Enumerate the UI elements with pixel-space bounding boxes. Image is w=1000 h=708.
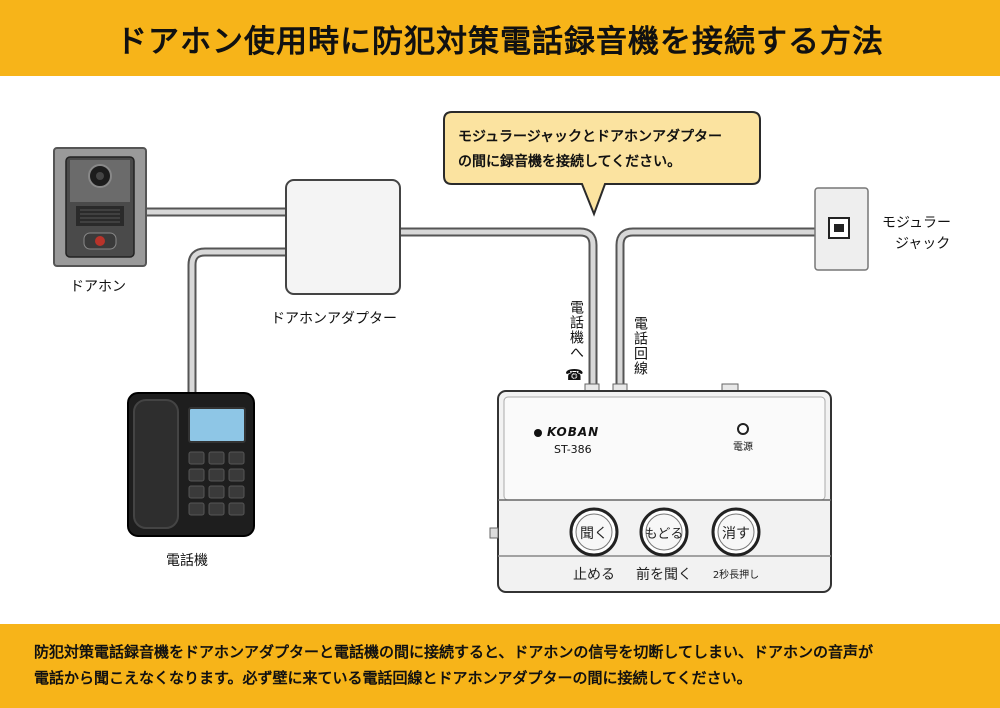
footer-line-1: 防犯対策電話録音機をドアホンアダプターと電話機の間に接続すると、ドアホンの信号を…: [34, 643, 873, 661]
listen-button-label: 聞く: [580, 526, 608, 542]
back-button-label: もどる: [644, 527, 684, 542]
recorder-button-shapes: [569, 507, 761, 557]
footer-line-2: 電話から聞こえなくなります。必ず壁に来ている電話回線とドアホンアダプターの間に接…: [34, 669, 752, 687]
power-label: 電源: [733, 442, 753, 453]
telephone-label: 電話機: [166, 553, 208, 569]
phone-icon: ☎: [565, 366, 584, 384]
page-title: ドアホン使用時に防犯対策電話録音機を接続する方法: [116, 23, 884, 60]
recorder-brand: KOBAN: [547, 425, 600, 439]
recorder-model: ST-386: [554, 443, 592, 456]
recorder-device: [489, 383, 832, 593]
telephone-device: [127, 392, 255, 537]
callout-balloon: [443, 111, 761, 217]
previous-caption: 前を聞く: [636, 567, 692, 583]
callout-text: モジュラージャックとドアホンアダプター の間に録音機を接続してください。: [458, 125, 758, 175]
footer-note: 防犯対策電話録音機をドアホンアダプターと電話機の間に接続すると、ドアホンの信号を…: [34, 639, 984, 691]
footer-bar: 防犯対策電話録音機をドアホンアダプターと電話機の間に接続すると、ドアホンの信号を…: [0, 624, 1000, 708]
callout-line-1: モジュラージャックとドアホンアダプター: [458, 129, 723, 145]
doorphone-adapter-device: [285, 179, 401, 295]
adapter-label: ドアホンアダプター: [271, 311, 397, 327]
modular-jack-label-line-2: ジャック: [895, 236, 951, 252]
delete-button-label: 消す: [722, 526, 750, 542]
long-press-caption: 2秒長押し: [712, 570, 760, 581]
title-bar: ドアホン使用時に防犯対策電話録音機を接続する方法: [0, 0, 1000, 76]
modular-jack-label-line-1: モジュラー: [882, 215, 952, 231]
to-phone-label: 電話機へ: [568, 300, 584, 360]
stop-caption: 止める: [573, 567, 615, 583]
phone-line-label: 電話回線: [632, 316, 648, 376]
modular-jack-device: [814, 187, 869, 271]
doorphone-label: ドアホン: [70, 279, 126, 295]
doorphone-device: [53, 147, 147, 267]
cable-adapter-recorder: [393, 227, 598, 397]
cable-adapter-telephone: [187, 247, 295, 405]
callout-line-2: の間に録音機を接続してください。: [458, 154, 682, 170]
cable-recorder-jack: [615, 227, 843, 397]
